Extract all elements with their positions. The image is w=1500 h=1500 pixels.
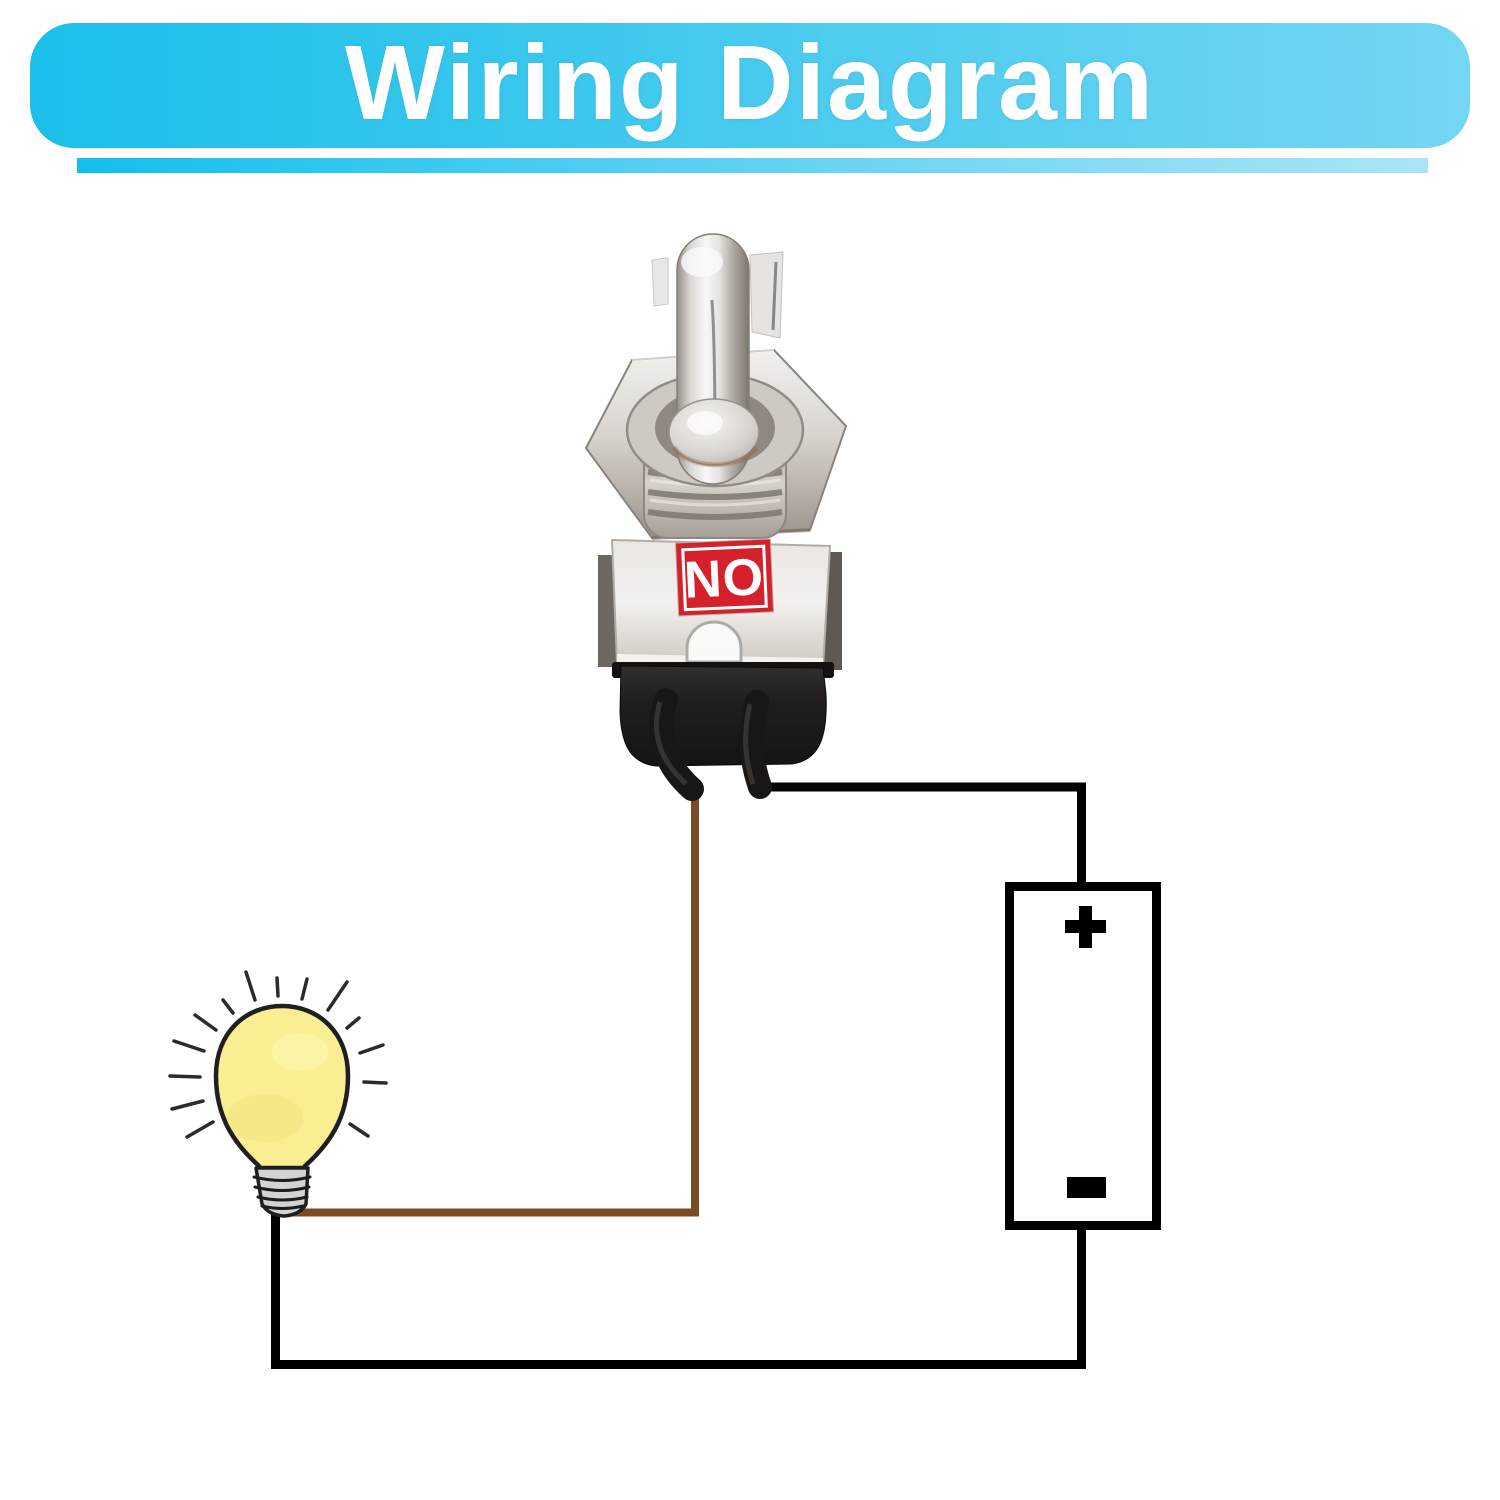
bulb-rays — [168, 970, 388, 1139]
wire-black-top-segment — [762, 782, 1086, 886]
pivot-dome — [668, 398, 760, 468]
toggle-switch-photo: NO — [584, 233, 848, 801]
label-frame — [681, 544, 768, 612]
bulb-glass — [213, 1003, 351, 1171]
switch-wire-right — [739, 690, 772, 799]
switch-label-text: NO — [683, 548, 765, 609]
light-bulb — [168, 970, 388, 1218]
led-indicator — [685, 620, 743, 664]
switch-bracket-right — [749, 251, 784, 339]
bulb-highlight — [272, 1033, 328, 1071]
battery-positive-terminal — [1065, 906, 1106, 948]
bulb-shading — [227, 1094, 303, 1142]
switch-label: NO — [674, 538, 775, 617]
battery-symbol — [1005, 882, 1161, 1230]
bulb-base — [252, 1166, 312, 1218]
wire-black-bottom-segment — [271, 1212, 1086, 1369]
switch-bracket-shadow — [771, 261, 778, 331]
page-title: Wiring Diagram — [344, 23, 1156, 142]
wire-sheen-left — [654, 701, 688, 786]
wire-brown-segment — [291, 789, 699, 1217]
circuit-wiring — [271, 782, 1086, 1369]
switch-bracket-left — [651, 257, 669, 307]
wire-sheen-right — [743, 703, 756, 785]
battery-negative-terminal — [1067, 1177, 1106, 1198]
title-underline — [77, 158, 1428, 173]
lead-wires — [649, 688, 772, 801]
plate-side-left — [598, 555, 616, 667]
title-banner: Wiring Diagram — [30, 23, 1470, 148]
